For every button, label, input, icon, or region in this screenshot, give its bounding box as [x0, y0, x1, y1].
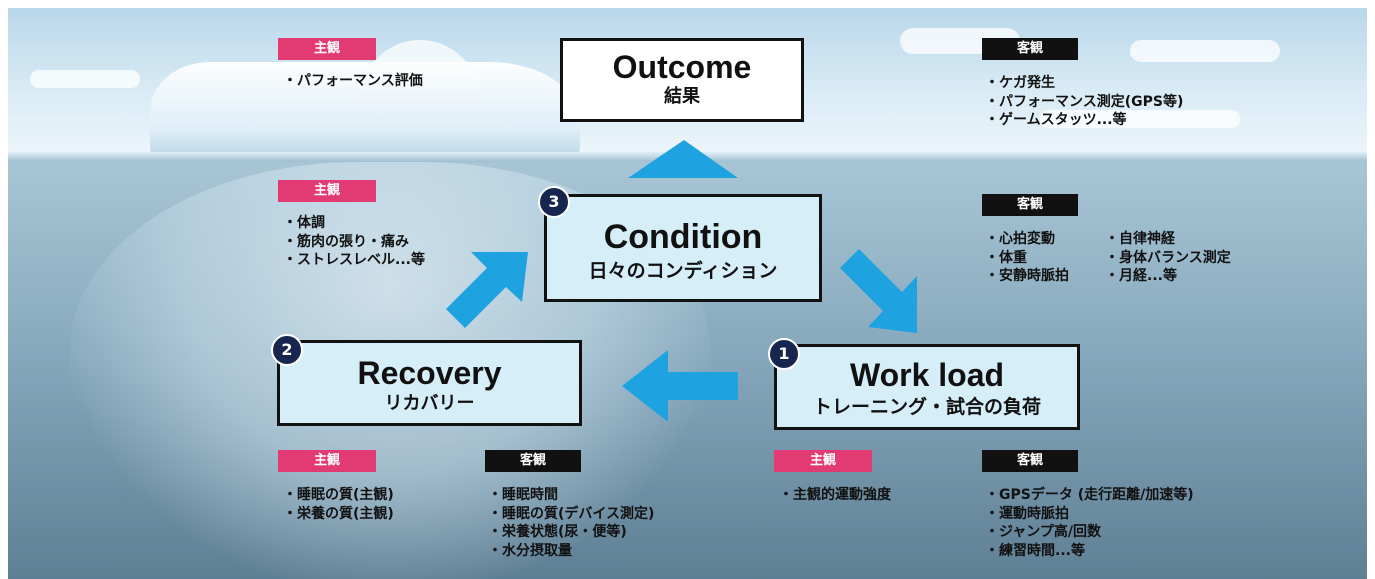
recovery-objective-list: ・睡眠時間 ・睡眠の質(デバイス測定) ・栄養状態(尿・便等) ・水分摂取量 — [488, 486, 654, 560]
list-item: ・体調 — [283, 215, 325, 231]
recovery-subjective-list: ・睡眠の質(主観) ・栄養の質(主観) — [283, 486, 394, 523]
workload-subjective-list: ・主観的運動強度 — [779, 486, 891, 505]
condition-subjective-tag: 主観 — [278, 180, 376, 202]
recovery-subtitle: リカバリー — [384, 393, 475, 414]
cloud — [1040, 110, 1240, 128]
workload-subjective-tag: 主観 — [774, 450, 872, 472]
condition-subtitle: 日々のコンディション — [588, 260, 778, 282]
workload-objective-tag: 客観 — [982, 450, 1078, 472]
workload-subtitle: トレーニング・試合の負荷 — [812, 396, 1041, 418]
recovery-subjective-tag: 主観 — [278, 450, 376, 472]
list-item: ・運動時脈拍 — [985, 505, 1069, 522]
list-item: ・睡眠の質(主観) — [283, 487, 394, 503]
list-item: ・ゲームスタッツ...等 — [985, 112, 1127, 128]
condition-title: Condition — [603, 218, 763, 256]
workload-number-badge: 1 — [768, 338, 800, 370]
workload-box: Work load トレーニング・試合の負荷 — [774, 344, 1080, 430]
outcome-box: Outcome 結果 — [560, 38, 804, 122]
list-item: ・月経...等 — [1105, 268, 1177, 284]
condition-objective-list-1: ・心拍変動 ・体重 ・安静時脈拍 — [985, 230, 1069, 286]
list-item: ・栄養状態(尿・便等) — [488, 524, 627, 540]
outcome-subjective-tag: 主観 — [278, 38, 376, 60]
list-item: ・練習時間...等 — [985, 542, 1085, 559]
list-item: ・ストレスレベル...等 — [283, 252, 425, 268]
workload-objective-list: ・GPSデータ (走行距離/加速等) ・運動時脈拍 ・ジャンプ高/回数 ・練習時… — [985, 486, 1194, 560]
recovery-box: Recovery リカバリー — [277, 340, 582, 426]
condition-subjective-list: ・体調 ・筋肉の張り・痛み ・ストレスレベル...等 — [283, 214, 425, 270]
outcome-subjective-list: ・パフォーマンス評価 — [283, 72, 423, 91]
list-item: ・GPSデータ (走行距離/加速等) — [985, 487, 1194, 503]
outcome-objective-list: ・ケガ発生 ・パフォーマンス測定(GPS等) ・ゲームスタッツ...等 — [985, 74, 1183, 130]
list-item: ・栄養の質(主観) — [283, 505, 394, 522]
list-item: ・水分摂取量 — [488, 542, 572, 559]
cloud — [1130, 40, 1280, 62]
list-item: ・心拍変動 — [985, 231, 1055, 247]
list-item: ・睡眠時間 — [488, 487, 558, 503]
list-item: ・身体バランス測定 — [1105, 249, 1231, 266]
list-item: ・睡眠の質(デバイス測定) — [488, 505, 655, 522]
list-item: ・自律神経 — [1105, 231, 1175, 247]
condition-box: Condition 日々のコンディション — [544, 194, 822, 302]
list-item: ・ジャンプ高/回数 — [985, 524, 1101, 540]
workload-title: Work load — [849, 357, 1005, 393]
outcome-title: Outcome — [612, 49, 752, 85]
arrow-recovery-to-condition — [446, 252, 528, 328]
recovery-number-badge: 2 — [271, 334, 303, 366]
arrow-up-to-outcome — [628, 140, 738, 178]
condition-objective-list-2: ・自律神経 ・身体バランス測定 ・月経...等 — [1105, 230, 1231, 286]
arrow-workload-to-recovery — [622, 350, 738, 422]
outcome-subtitle: 結果 — [664, 86, 700, 107]
arrow-condition-to-workload — [840, 249, 917, 333]
list-item: ・筋肉の張り・痛み — [283, 233, 409, 250]
list-item: ・安静時脈拍 — [985, 268, 1069, 284]
condition-number-badge: 3 — [538, 186, 570, 218]
outcome-objective-tag: 客観 — [982, 38, 1078, 60]
list-item: ・パフォーマンス評価 — [283, 73, 423, 89]
recovery-objective-tag: 客観 — [485, 450, 581, 472]
list-item: ・パフォーマンス測定(GPS等) — [985, 93, 1184, 110]
iceberg-top — [150, 62, 580, 158]
list-item: ・ケガ発生 — [985, 75, 1055, 91]
list-item: ・主観的運動強度 — [779, 487, 891, 503]
list-item: ・体重 — [985, 249, 1027, 266]
recovery-title: Recovery — [357, 355, 502, 391]
cloud — [30, 70, 140, 88]
condition-objective-tag: 客観 — [982, 194, 1078, 216]
